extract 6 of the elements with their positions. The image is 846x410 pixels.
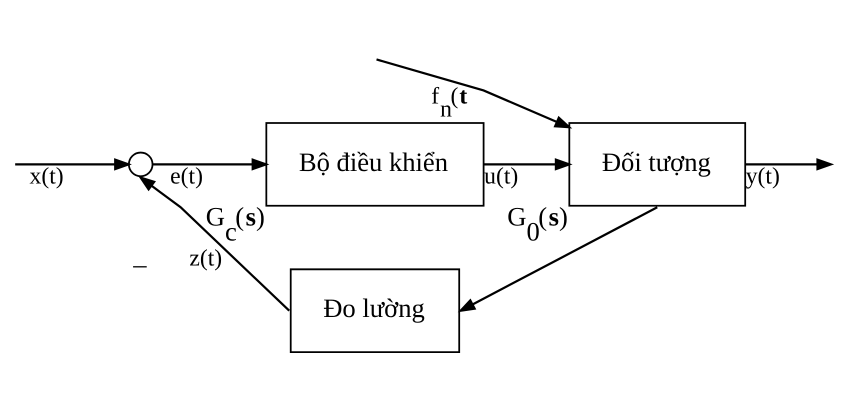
edge-label: u(t)	[484, 162, 518, 189]
edge-label: z(t)	[189, 244, 222, 271]
edge-label: x(t)	[30, 162, 64, 189]
edge-label: e(t)	[170, 162, 203, 189]
edge-label: y(t)	[746, 162, 780, 189]
label: –	[133, 248, 147, 278]
